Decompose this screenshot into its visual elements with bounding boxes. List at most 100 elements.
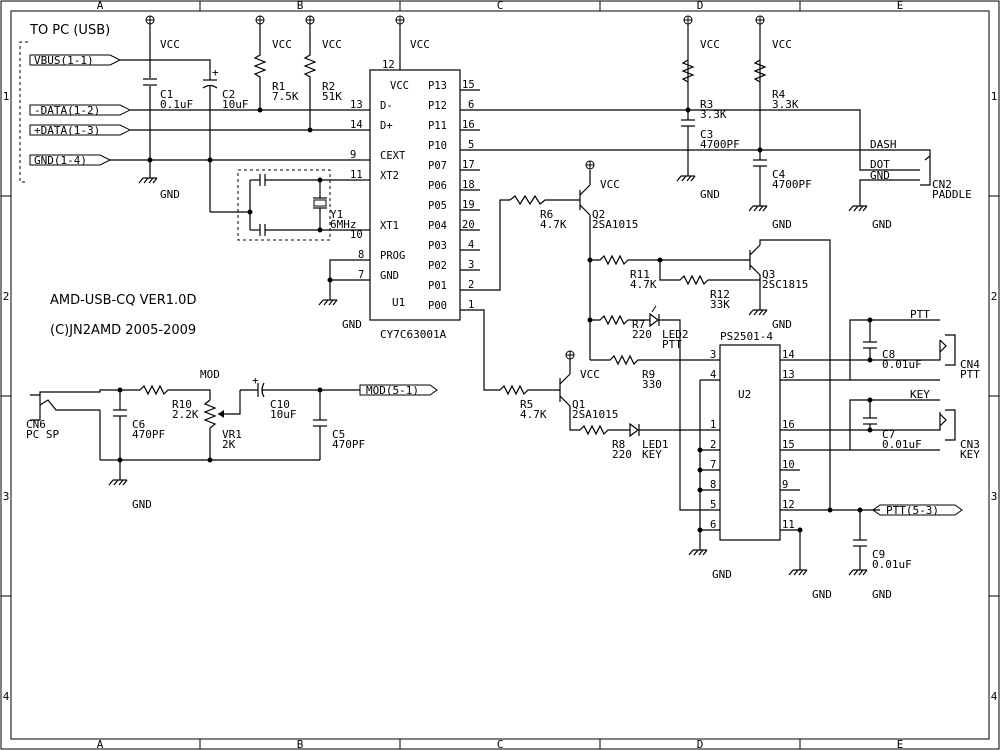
r1-ref: R1 xyxy=(272,80,285,93)
u1-ic: 12 U1 CY7C63001A VCC D- D+ CEXT XT2 XT1 … xyxy=(327,24,480,341)
cn4-ptt-jack: PTT C8 0.01uF CN4 PTT xyxy=(849,308,980,381)
u1-pinnum-7: 7 xyxy=(358,269,364,281)
vcc-icon xyxy=(755,15,765,25)
u2-ref: U2 xyxy=(738,388,751,401)
vcc-label-r2: VCC xyxy=(322,38,342,51)
u1-ref: U1 xyxy=(392,296,405,309)
gnd-symbol-c1: GND xyxy=(138,177,180,201)
u2-pin-8: 8 xyxy=(710,479,716,491)
gnd-label-u2-right: GND xyxy=(812,588,832,601)
r6-ref: R6 xyxy=(540,208,553,221)
gnd-label-c1: GND xyxy=(160,188,180,201)
led2-section: 220 R7 LED2 PTT xyxy=(590,305,710,511)
q3-ref: Q3 xyxy=(762,268,775,281)
c9-ptt-port: C9 0.01uF GND PTT(5-3) xyxy=(848,504,963,601)
port-data-minus: -DATA(1-2) xyxy=(29,104,132,117)
u1-pinnum-14: 14 xyxy=(350,119,363,131)
cn2-paddle-jack: DASH DOT GND CN2 PADDLE xyxy=(870,138,972,201)
c8-val: 0.01uF xyxy=(882,358,922,371)
c9-ref: C9 xyxy=(872,548,885,561)
r10-val: 2.2K xyxy=(172,408,199,421)
c5-ref: C5 xyxy=(332,428,345,441)
vcc-label-c1: VCC xyxy=(160,38,180,51)
r7-val: 220 xyxy=(632,328,652,341)
port-data-minus-label: -DATA(1-2) xyxy=(34,104,100,117)
u1-pinnum-1: 1 xyxy=(468,299,474,311)
c5-val: 470PF xyxy=(332,438,365,451)
gnd-symbol-cn2: GND xyxy=(848,205,892,231)
u1-pin-vcc: VCC xyxy=(390,80,409,92)
c10-val: 10uF xyxy=(270,408,297,421)
u1-pin-xt1: XT1 xyxy=(380,220,399,232)
vcc-symbols: VCC VCC VCC VCC VCC VCC VCC VCC xyxy=(145,15,792,381)
u1-pinnum-15: 15 xyxy=(462,79,475,91)
mod-port-label: MOD(5-1) xyxy=(366,384,419,397)
port-gnd-label: GND(1-4) xyxy=(34,154,87,167)
r9-val: 330 xyxy=(642,378,662,391)
u2-pin-3: 3 xyxy=(710,349,716,361)
c3-ref: C3 xyxy=(700,128,713,141)
usb-wires xyxy=(110,22,360,213)
u1-pin-p06: P06 xyxy=(428,180,447,192)
row-label-4: 4 xyxy=(3,690,10,703)
cn6-name: PC SP xyxy=(26,428,59,441)
q1-val: 2SA1015 xyxy=(572,408,618,421)
cn3-key-jack: KEY C7 0.01uF CN3 KEY xyxy=(849,388,980,461)
u2-pin-12: 12 xyxy=(782,499,795,511)
u1-pin-p03: P03 xyxy=(428,240,447,252)
u1-pinnum-5: 5 xyxy=(468,139,474,151)
r2-resistor: R2 51K xyxy=(303,24,342,130)
gnd-label-c3: GND xyxy=(700,188,720,201)
u1-pin-p01: P01 xyxy=(428,280,447,292)
col-label-e-bottom: E xyxy=(897,738,904,750)
u1-pin-p05: P05 xyxy=(428,200,447,212)
led2-ref: LED2 xyxy=(662,328,689,341)
ptt-port-label: PTT(5-3) xyxy=(886,504,939,517)
u1-pinnum-8: 8 xyxy=(358,249,364,261)
gnd-label-u2-left: GND xyxy=(712,568,732,581)
svg-text:+: + xyxy=(252,374,259,387)
u2-pin-15: 15 xyxy=(782,439,795,451)
gnd-symbol-c3: GND xyxy=(676,175,720,201)
cn2-name: PADDLE xyxy=(932,188,972,201)
u1-pin-p07: P07 xyxy=(428,160,447,172)
q3-section: R11 4.7K R12 33K Q3 2SC1815 xyxy=(590,239,831,510)
gnd-label-cn2: GND xyxy=(872,218,892,231)
c2-val: 10uF xyxy=(222,98,249,111)
vcc-icon xyxy=(305,15,315,25)
row-label-3-right: 3 xyxy=(991,490,998,503)
c3-val: 4700PF xyxy=(700,138,740,151)
vcc-icon xyxy=(395,15,405,25)
r9-resistor: R9 330 xyxy=(590,354,710,391)
r2-ref: R2 xyxy=(322,80,335,93)
gnd-label-c4: GND xyxy=(772,218,792,231)
q2-val: 2SA1015 xyxy=(592,218,638,231)
port-vbus: VBUS(1-1) xyxy=(29,54,122,67)
cn3-ref: CN3 xyxy=(960,438,980,451)
u1-part: CY7C63001A xyxy=(380,328,447,341)
frame-row-labels: 1 2 3 4 1 2 3 4 xyxy=(3,90,998,703)
r12-ref: R12 xyxy=(710,288,730,301)
u1-pinnum-10: 10 xyxy=(350,229,363,241)
cn2-pin-dot: DOT xyxy=(870,158,890,171)
u1-pin-xt2: XT2 xyxy=(380,170,399,182)
col-label-d-bottom: D xyxy=(697,738,704,750)
r5-ref: R5 xyxy=(520,398,533,411)
u1-pin-dplus: D+ xyxy=(380,120,393,132)
u1-pin-p00: P00 xyxy=(428,300,447,312)
cn2-ref: CN2 xyxy=(932,178,952,191)
col-label-d: D xyxy=(697,0,704,12)
q2-transistor: R6 4.7K Q2 2SA1015 xyxy=(480,170,638,360)
audio-section: CN6 PC SP + MOD(5-1) MOD C6 470PF R10 xyxy=(26,368,438,480)
c7-ref: C7 xyxy=(882,428,895,441)
r11-ref: R11 xyxy=(630,268,650,281)
c9-val: 0.01uF xyxy=(872,558,912,571)
c2-capacitor: + C2 10uF xyxy=(202,66,249,111)
gnd-symbol-c4: GND xyxy=(748,205,792,231)
u2-pin-9: 9 xyxy=(782,479,788,491)
row-label-2-right: 2 xyxy=(991,290,998,303)
q2-ref: Q2 xyxy=(592,208,605,221)
col-label-a: A xyxy=(97,0,104,12)
